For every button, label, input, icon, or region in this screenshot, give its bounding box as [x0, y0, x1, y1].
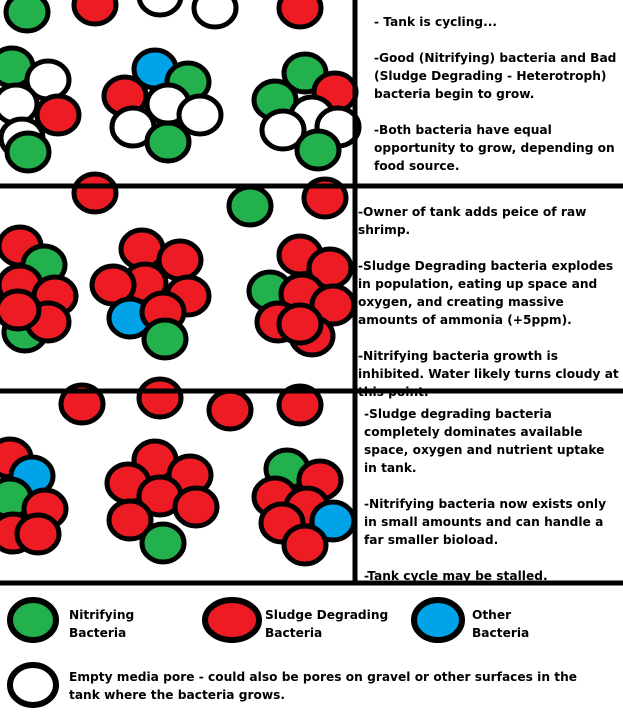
- nitrifying-bacteria: [226, 184, 274, 228]
- sludge-bacteria: [34, 93, 82, 137]
- sludge-bacteria: [206, 388, 254, 432]
- sludge-bacteria: [71, 0, 119, 27]
- panel-text-line: -Good (Nitrifying) bacteria and Bad (Slu…: [374, 51, 617, 101]
- nitrifying-bacteria: [3, 0, 51, 34]
- legend-label-other: Other Bacteria: [472, 608, 530, 640]
- nitrifying-bacteria: [141, 317, 189, 361]
- panel-text-line: -Nitrifying bacteria growth is inhibited…: [358, 349, 619, 399]
- sludge-bacteria: [276, 383, 324, 427]
- panel-stalled-text: -Sludge degrading bacteria completely do…: [364, 405, 619, 585]
- sludge-bacteria: [0, 288, 42, 332]
- empty-pore: [176, 93, 224, 137]
- sludge-bacteria: [276, 0, 324, 30]
- sludge-bacteria: [136, 376, 184, 420]
- sludge-bacteria: [172, 485, 220, 529]
- panel-text-line: -Sludge Degrading bacteria explodes in p…: [358, 259, 614, 327]
- legend-label-nitrifying: Nitrifying Bacteria: [69, 608, 135, 640]
- sludge-bacteria: [106, 498, 154, 542]
- panel-text-line: -Nitrifying bacteria now exists only in …: [364, 497, 607, 547]
- sludge-bacteria: [281, 523, 329, 567]
- nitrifying-bacteria: [139, 521, 187, 565]
- nitrifying-bacteria: [4, 130, 52, 174]
- panel-cycling-text: - Tank is cycling... -Good (Nitrifying) …: [374, 13, 619, 175]
- panel-text-line: -Tank cycle may be stalled.: [364, 569, 548, 583]
- panel-shrimp-text: -Owner of tank adds peice of raw shrimp.…: [358, 203, 620, 401]
- panel-text-line: -Both bacteria have equal opportunity to…: [374, 123, 615, 173]
- sludge-bacteria: [58, 382, 106, 426]
- other-bacteria: [411, 597, 465, 643]
- sludge-bacteria: [276, 302, 324, 346]
- empty-pore: [136, 0, 184, 18]
- panel-text-line: -Sludge degrading bacteria completely do…: [364, 407, 605, 475]
- empty-pore: [259, 108, 307, 152]
- legend-swatches: [7, 597, 465, 708]
- nitrifying-bacteria: [294, 128, 342, 172]
- sludge-bacteria: [71, 171, 119, 215]
- pore-clusters: [0, 0, 362, 567]
- panel-dividers: [0, 0, 623, 586]
- legend-label-sludge: Sludge Degrading Bacteria: [265, 608, 389, 640]
- nitrifying-bacteria: [7, 597, 59, 643]
- panel-text-line: - Tank is cycling...: [374, 15, 498, 29]
- nitrifying-bacteria: [144, 120, 192, 164]
- panel-text-line: -Owner of tank adds peice of raw shrimp.: [358, 205, 587, 237]
- empty-pore: [191, 0, 239, 30]
- legend-label-empty-pore: Empty media pore - could also be pores o…: [69, 670, 578, 702]
- sludge-bacteria: [202, 597, 262, 643]
- empty-pore: [7, 662, 59, 708]
- sludge-bacteria: [14, 512, 62, 556]
